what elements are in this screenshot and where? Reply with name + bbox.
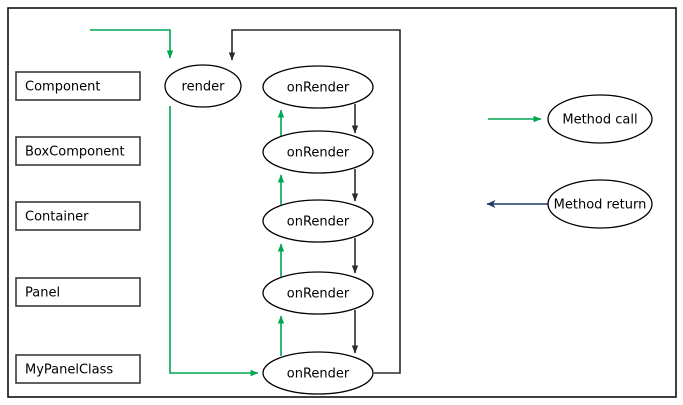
class-box-component[interactable]: Component: [15, 71, 141, 101]
legend: Method call Method return: [486, 94, 653, 229]
edge-render-to-onrender-bottom: [169, 106, 259, 377]
class-box-rect: [15, 136, 141, 166]
node-onrender-1[interactable]: onRender: [262, 65, 374, 109]
class-box-label: MyPanelClass: [25, 363, 113, 378]
node-onrender-ellipse: [262, 351, 374, 395]
edge-onrender-bottom-to-render-return: [228, 29, 401, 374]
node-onrender-3[interactable]: onRender: [262, 199, 374, 243]
legend-item-method-return[interactable]: Method return: [486, 179, 653, 229]
class-box-panel[interactable]: Panel: [15, 277, 141, 307]
node-onrender-ellipse: [262, 199, 374, 243]
node-onrender-ellipse: [262, 65, 374, 109]
class-box-rect: [15, 277, 141, 307]
class-box-label: Container: [25, 210, 89, 225]
class-box-label: Panel: [25, 286, 60, 301]
class-box-rect: [15, 71, 141, 101]
node-onrender-label: onRender: [287, 146, 350, 161]
legend-method-call-label: Method call: [562, 113, 637, 128]
class-box-rect: [15, 201, 141, 231]
node-render[interactable]: render: [164, 64, 242, 108]
legend-method-call-ellipse: [547, 94, 653, 144]
class-box-container[interactable]: Container: [15, 201, 141, 231]
node-onrender-label: onRender: [287, 215, 350, 230]
node-onrender-label: onRender: [287, 287, 350, 302]
edge-entry-call-to-render: [90, 29, 174, 59]
class-hierarchy-column: Component BoxComponent Container Panel M…: [15, 71, 141, 384]
onrender-stack: onRender onRender onRender onRender onRe…: [262, 65, 374, 395]
class-box-boxcomponent[interactable]: BoxComponent: [15, 136, 141, 166]
node-onrender-label: onRender: [287, 367, 350, 382]
legend-method-return-ellipse: [547, 179, 653, 229]
node-render-label: render: [182, 80, 226, 95]
node-render-ellipse: [164, 64, 242, 108]
class-box-label: Component: [25, 80, 100, 95]
node-onrender-ellipse: [262, 130, 374, 174]
class-box-mypanelclass[interactable]: MyPanelClass: [15, 354, 141, 384]
node-onrender-label: onRender: [287, 81, 350, 96]
class-box-rect: [15, 354, 141, 384]
legend-item-method-call[interactable]: Method call: [488, 94, 653, 144]
class-box-label: BoxComponent: [25, 145, 125, 160]
node-onrender-4[interactable]: onRender: [262, 271, 374, 315]
legend-method-return-label: Method return: [554, 198, 647, 213]
node-onrender-ellipse: [262, 271, 374, 315]
node-onrender-5[interactable]: onRender: [262, 351, 374, 395]
diagram-frame: [7, 7, 677, 398]
node-onrender-2[interactable]: onRender: [262, 130, 374, 174]
